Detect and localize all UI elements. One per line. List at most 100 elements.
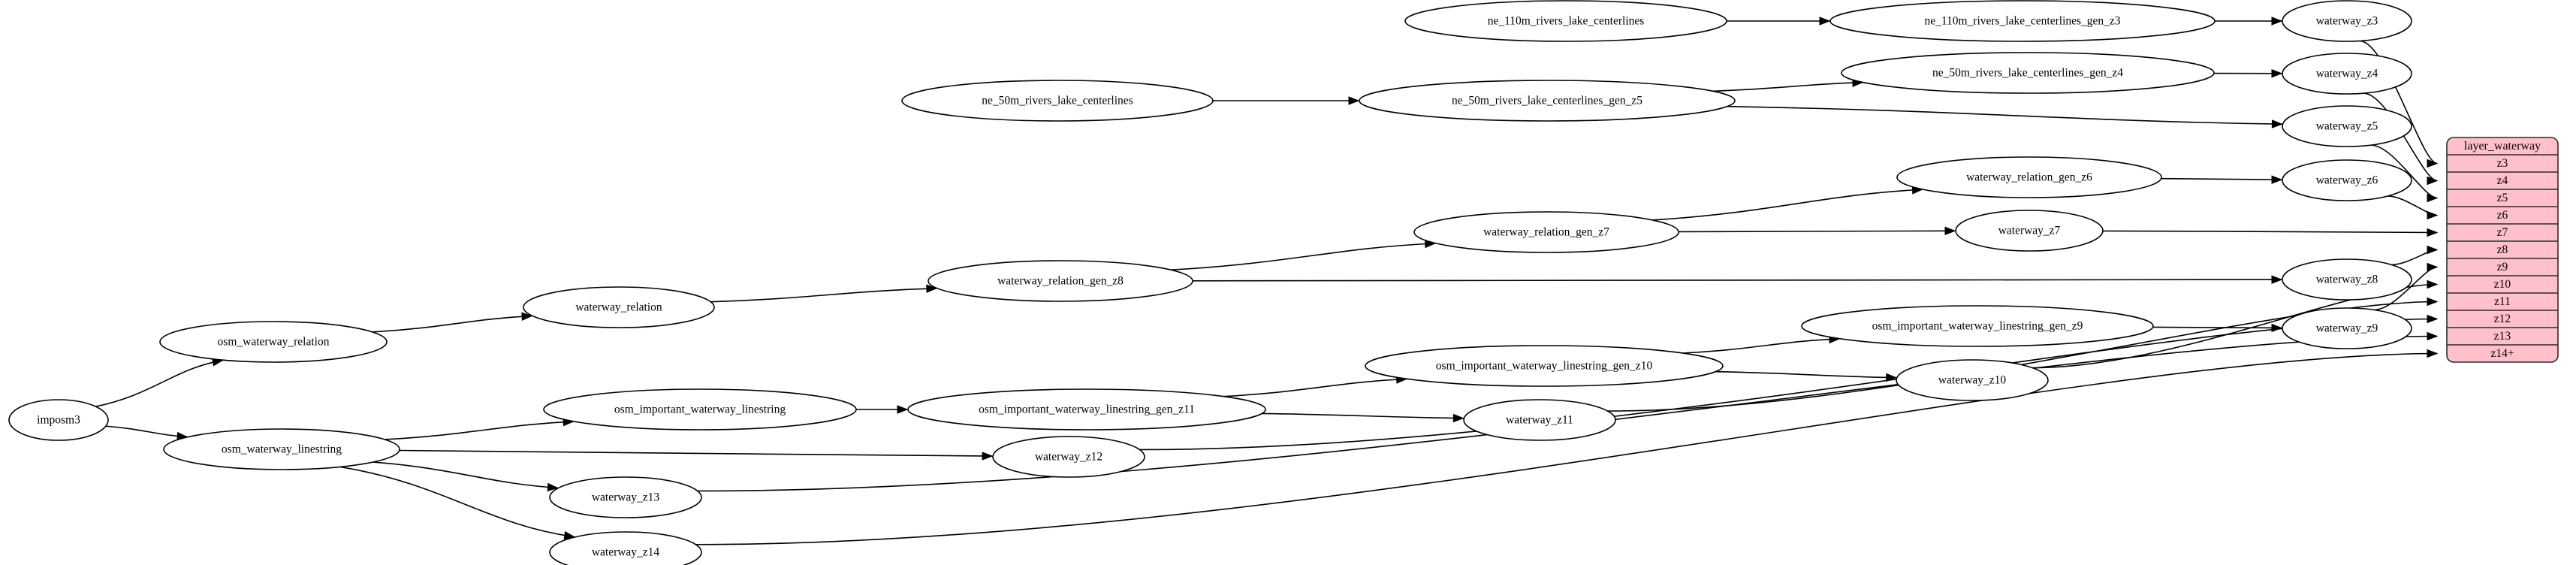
- graph-edge: [1262, 412, 1464, 419]
- graph-node-osm_important_waterway_linestring_gen_z9[interactable]: osm_important_waterway_linestring_gen_z9: [1801, 305, 2154, 347]
- graph-node-ne_50m_rivers_lake_centerlines[interactable]: ne_50m_rivers_lake_centerlines: [901, 80, 1214, 122]
- graph-node-ne_50m_rivers_lake_centerlines_gen_z5[interactable]: ne_50m_rivers_lake_centerlines_gen_z5: [1359, 80, 1736, 122]
- graph-node-waterway_z3[interactable]: waterway_z3: [2282, 0, 2412, 42]
- graph-node-waterway_z7[interactable]: waterway_z7: [1955, 210, 2104, 252]
- edge-arrowhead: [2427, 159, 2439, 168]
- graph-node-osm_important_waterway_linestring_gen_z11[interactable]: osm_important_waterway_linestring_gen_z1…: [907, 388, 1266, 431]
- node-ellipse: [2282, 159, 2412, 201]
- node-ellipse: [928, 260, 1193, 302]
- node-ellipse: [2282, 53, 2412, 95]
- node-ellipse: [1801, 305, 2154, 347]
- graph-edge: [1727, 105, 2282, 125]
- node-ellipse: [523, 286, 715, 328]
- graph-edge: [385, 421, 574, 440]
- node-ellipse: [1413, 211, 1679, 253]
- graph-node-waterway_z4[interactable]: waterway_z4: [2282, 53, 2412, 95]
- graph-node-waterway_relation_gen_z8[interactable]: waterway_relation_gen_z8: [928, 260, 1193, 302]
- graph-edge: [95, 359, 223, 407]
- graph-node-imposm3[interactable]: imposm3: [8, 399, 109, 441]
- node-ellipse: [543, 388, 857, 431]
- graph-node-ne_50m_rivers_lake_centerlines_gen_z4[interactable]: ne_50m_rivers_lake_centerlines_gen_z4: [1841, 52, 2215, 94]
- edge-arrowhead: [2427, 314, 2439, 324]
- graph-edge: [340, 466, 575, 538]
- edge-arrowhead: [2427, 176, 2439, 186]
- node-ellipse: [1841, 52, 2215, 94]
- graph-edge: [1171, 243, 1435, 271]
- edge-arrowhead: [2271, 119, 2283, 128]
- graph-edge: [2161, 177, 2282, 180]
- edge-arrowhead: [2271, 17, 2283, 26]
- edge-arrowhead: [2427, 228, 2439, 237]
- graph-node-waterway_z10[interactable]: waterway_z10: [1896, 359, 2049, 401]
- graph-edge: [695, 352, 2438, 545]
- node-ellipse: [1359, 80, 1736, 122]
- node-ellipse: [1829, 0, 2216, 42]
- graph-node-osm_important_waterway_linestring_gen_z10[interactable]: osm_important_waterway_linestring_gen_z1…: [1365, 345, 1724, 387]
- edge-arrowhead: [2271, 275, 2283, 284]
- graph-node-waterway_relation_gen_z6[interactable]: waterway_relation_gen_z6: [1896, 156, 2162, 198]
- graph-edge: [1712, 81, 1863, 92]
- graph-edge: [1192, 279, 2282, 282]
- edge-arrowhead: [2427, 331, 2439, 341]
- edge-arrowhead: [2427, 193, 2439, 203]
- edge-arrowhead: [2427, 349, 2439, 358]
- record-node-layer-waterway[interactable]: layer_waterwayz3z4z5z6z7z8z9z10z11z12z13…: [2446, 137, 2559, 363]
- edge-arrowhead: [1819, 17, 1831, 26]
- node-ellipse: [1463, 399, 1616, 441]
- edge-arrowhead: [2271, 175, 2283, 184]
- node-ellipse: [2282, 307, 2412, 349]
- edge-arrowhead: [2271, 69, 2283, 78]
- graph-node-waterway_z13[interactable]: waterway_z13: [549, 476, 702, 518]
- graph-node-osm_important_waterway_linestring[interactable]: osm_important_waterway_linestring: [543, 388, 857, 431]
- graph-node-waterway_z5[interactable]: waterway_z5: [2282, 105, 2412, 147]
- edge-arrowhead: [2271, 323, 2283, 333]
- node-ellipse: [159, 321, 388, 363]
- edge-arrowhead: [2427, 210, 2439, 220]
- edge-layer: [95, 17, 2439, 545]
- edge-arrowhead: [982, 452, 994, 461]
- record-layer: layer_waterwayz3z4z5z6z7z8z9z10z11z12z13…: [2446, 137, 2559, 363]
- node-ellipse: [1955, 210, 2104, 252]
- graph-node-waterway_z9[interactable]: waterway_z9: [2282, 307, 2412, 349]
- edge-arrowhead: [1348, 96, 1360, 105]
- graph-edge: [372, 315, 532, 333]
- edge-arrowhead: [1944, 226, 1956, 236]
- node-ellipse: [8, 399, 109, 441]
- node-ellipse: [2282, 0, 2412, 42]
- record-body: [2446, 137, 2559, 363]
- graph-node-ne_110m_rivers_lake_centerlines[interactable]: ne_110m_rivers_lake_centerlines: [1404, 0, 1727, 42]
- graph-edge: [2363, 92, 2438, 182]
- node-ellipse: [992, 436, 1145, 478]
- graph-edge: [105, 425, 188, 438]
- graph-edge: [697, 335, 2438, 492]
- edge-arrowhead: [2427, 279, 2439, 289]
- edge-arrowhead: [2427, 245, 2439, 255]
- node-ellipse: [2282, 258, 2412, 301]
- graph-edge: [2102, 230, 2438, 234]
- graph-edge: [399, 449, 993, 457]
- graph-node-waterway_z12[interactable]: waterway_z12: [992, 436, 1145, 478]
- node-ellipse: [1896, 359, 2049, 401]
- graph-node-osm_waterway_linestring[interactable]: osm_waterway_linestring: [163, 428, 400, 470]
- graph-edge: [2152, 326, 2282, 329]
- graph-edge: [1652, 189, 1923, 221]
- graph-edge: [710, 288, 937, 303]
- node-ellipse: [1404, 0, 1727, 42]
- node-ellipse: [163, 428, 400, 470]
- graph-node-waterway_relation_gen_z7[interactable]: waterway_relation_gen_z7: [1413, 211, 1679, 253]
- graph-node-waterway_z6[interactable]: waterway_z6: [2282, 159, 2412, 201]
- graph-node-waterway_relation[interactable]: waterway_relation: [523, 286, 715, 328]
- node-ellipse: [549, 476, 702, 518]
- graph-node-waterway_z8[interactable]: waterway_z8: [2282, 258, 2412, 301]
- node-ellipse: [901, 80, 1214, 122]
- graph-node-ne_110m_rivers_lake_centerlines_gen_z3[interactable]: ne_110m_rivers_lake_centerlines_gen_z3: [1829, 0, 2216, 42]
- edge-arrowhead: [1452, 413, 1464, 423]
- graph-node-waterway_z11[interactable]: waterway_z11: [1463, 399, 1616, 441]
- edge-arrowhead: [2427, 262, 2439, 272]
- graph-node-osm_waterway_relation[interactable]: osm_waterway_relation: [159, 321, 388, 363]
- graph-edge: [1715, 370, 1896, 379]
- node-ellipse: [907, 388, 1266, 431]
- graph-edge: [1223, 378, 1407, 397]
